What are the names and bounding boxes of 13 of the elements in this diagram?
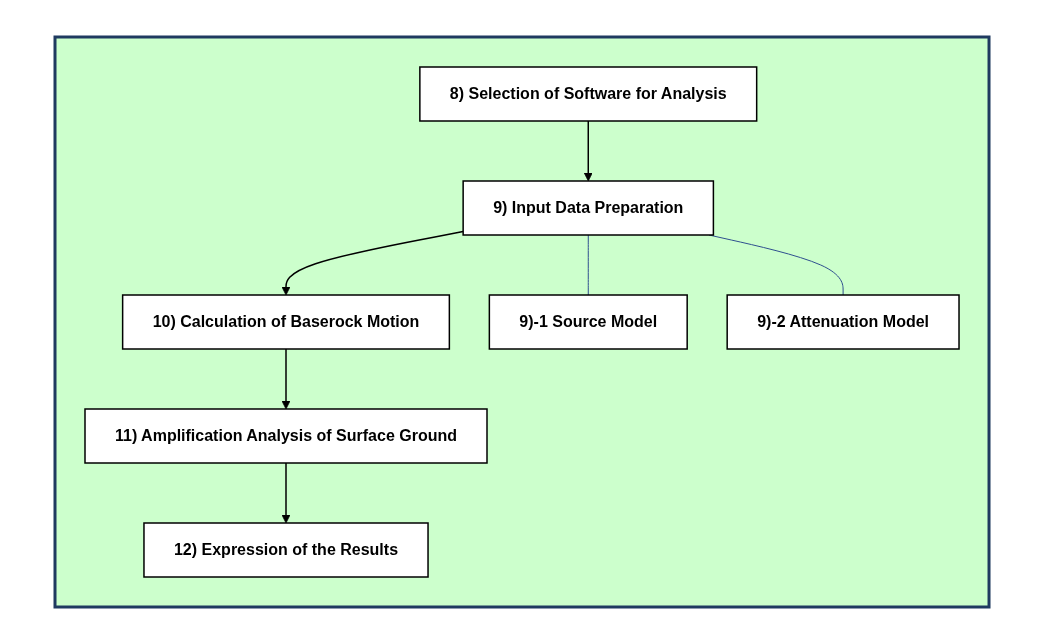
node-box: 11) Amplification Analysis of Surface Ground — [84, 407, 489, 464]
node-box: 12) Expression of the Results — [143, 521, 430, 578]
node-box: 8) Selection of Software for Analysis — [419, 65, 758, 122]
node-box: 9) Input Data Preparation — [462, 179, 715, 236]
connector — [588, 234, 590, 295]
arrow — [584, 119, 594, 181]
cluster — [54, 35, 991, 608]
node-box: 9)-1 Source Model — [489, 293, 689, 350]
node-box: 9)-2 Attenuation Model — [726, 293, 961, 350]
arrow — [282, 347, 291, 409]
node-box: 10) Calculation of Baserock Motion — [122, 293, 451, 350]
arrow — [282, 230, 465, 295]
arrow — [282, 461, 291, 523]
